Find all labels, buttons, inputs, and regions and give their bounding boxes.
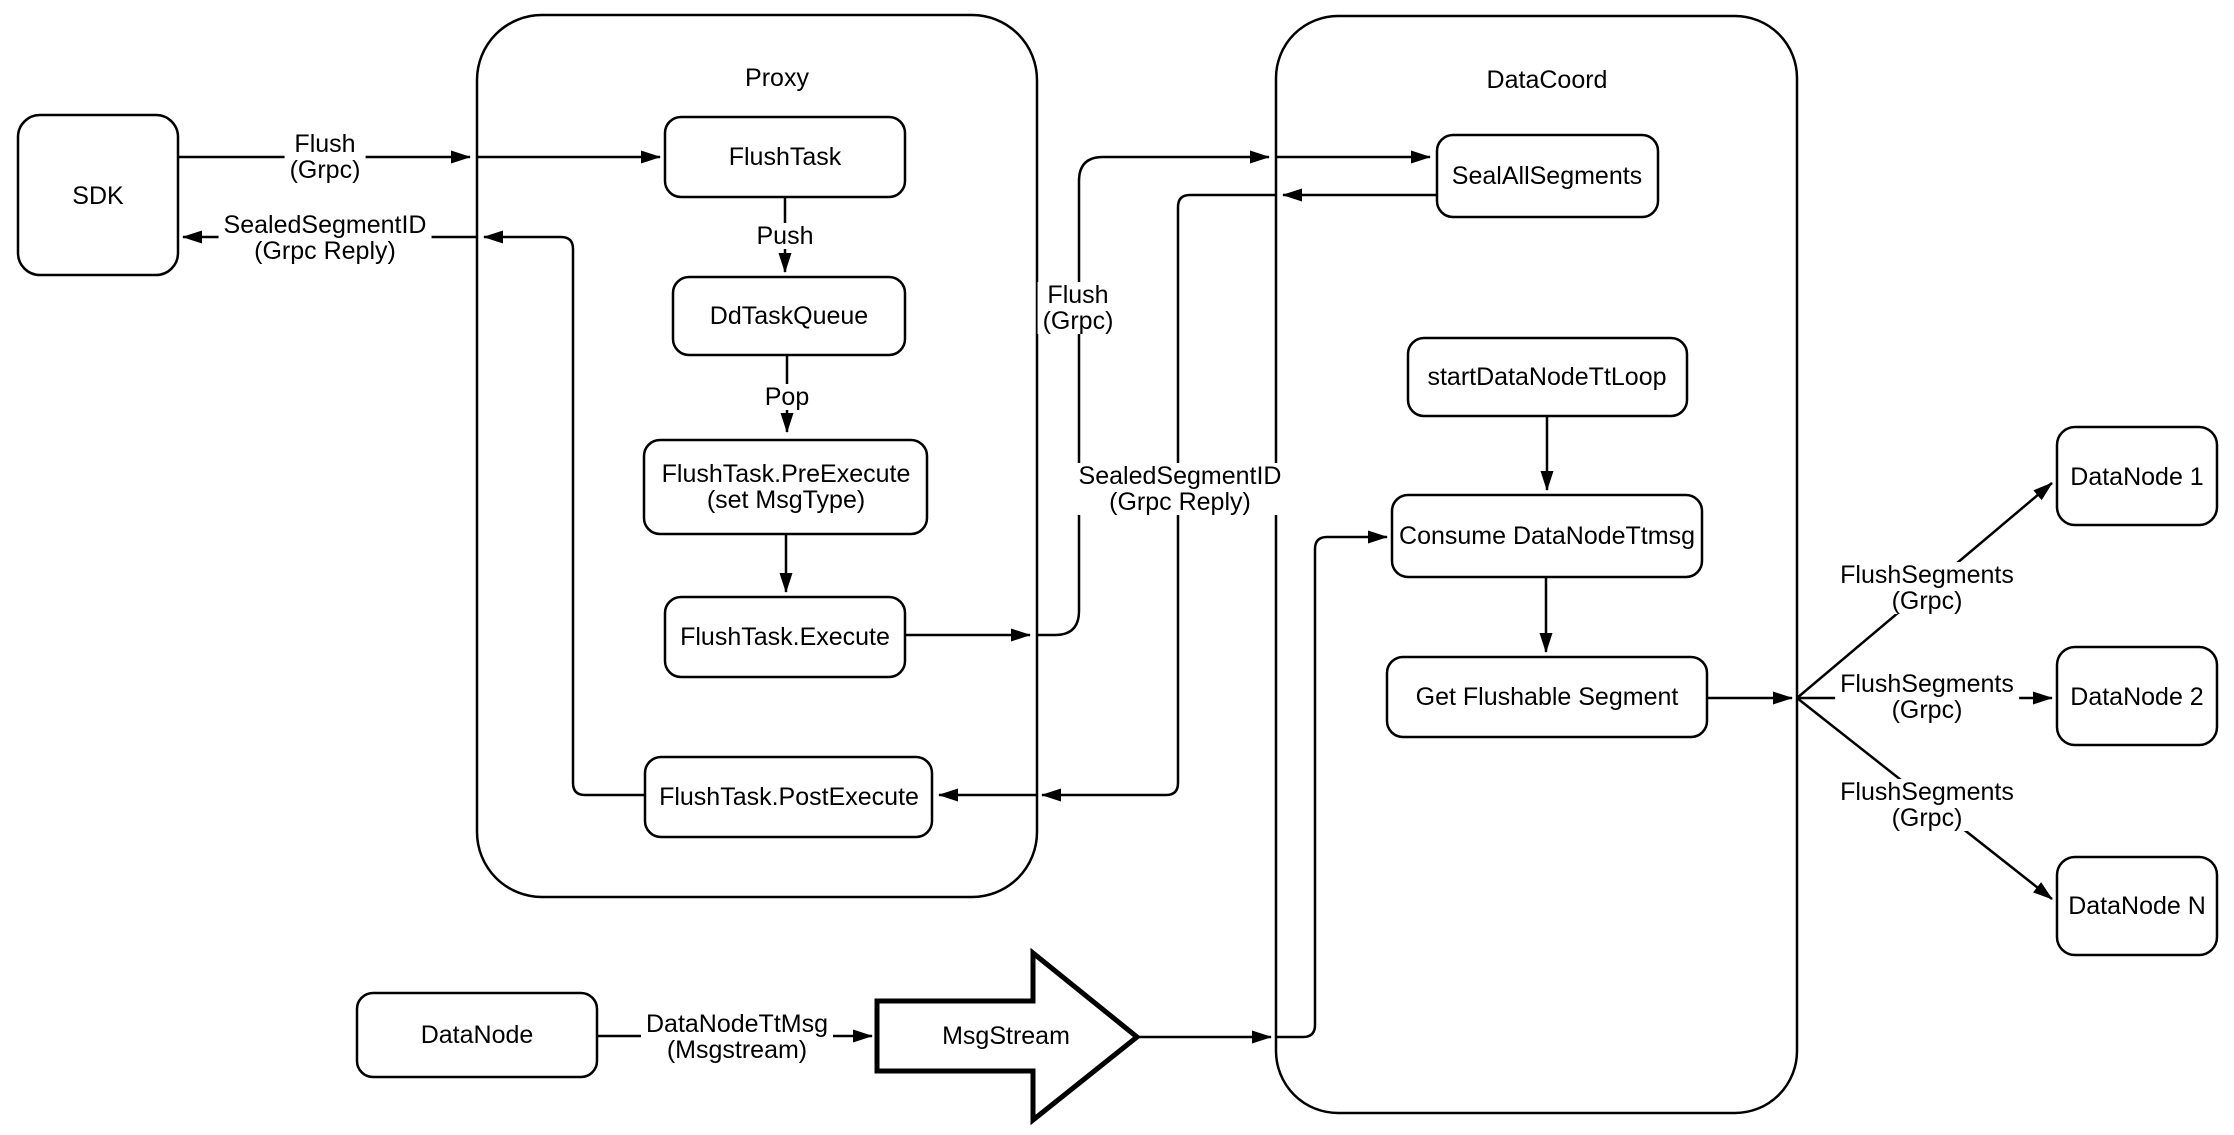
coord-reply-edge-label-line1: SealedSegmentID (1078, 462, 1282, 490)
proxy-title: Proxy (745, 64, 809, 92)
ddtaskqueue-label: DdTaskQueue (709, 302, 869, 330)
sealallsegments-label: SealAllSegments (1451, 162, 1643, 190)
coord-reply-edge-label: SealedSegmentID (Grpc Reply) (1073, 462, 1287, 516)
msgstream-label: MsgStream (942, 1022, 1070, 1050)
sdk-label: SDK (72, 182, 124, 210)
datanode1-label: DataNode 1 (2070, 463, 2204, 491)
flushsegments1-edge-label-line1: FlushSegments (1840, 561, 2014, 589)
coord-flush-edge-label-line1: Flush (1047, 281, 1109, 309)
edge-postexecute-to-proxy-boundary (483, 230, 645, 797)
execute-label: FlushTask.Execute (680, 623, 890, 651)
sdk-reply-edge-label: SealedSegmentID (Grpc Reply) (218, 211, 432, 265)
flushsegments2-edge-label: FlushSegments (Grpc) (1835, 671, 2019, 723)
sdk-flush-edge-label: Flush (Grpc) (284, 130, 366, 184)
flushsegments3-edge-label-line2: (Grpc) (1891, 804, 1963, 832)
node-sdk (16, 113, 180, 277)
coord-flush-edge-label-line2: (Grpc) (1042, 307, 1114, 335)
preexecute-label: FlushTask.PreExecute (set MsgType) (662, 461, 911, 513)
node-ddtaskqueue (671, 275, 907, 357)
datanodettmsg-edge-label-line2: (Msgstream) (666, 1036, 808, 1064)
node-sealallsegments (1435, 133, 1660, 219)
flushsegments2-edge-label-line1: FlushSegments (1840, 670, 2014, 698)
node-startdatanodettloop (1406, 336, 1689, 418)
preexecute-label-line1: FlushTask.PreExecute (661, 460, 911, 488)
flushsegments3-edge-label: FlushSegments (Grpc) (1835, 779, 2019, 831)
node-getflushablesegment (1385, 655, 1709, 739)
consumedatanodettmsg-label: Consume DataNodeTtmsg (1399, 522, 1695, 550)
datacoord-title: DataCoord (1486, 66, 1608, 94)
node-postexecute (643, 755, 934, 839)
node-datanode1 (2055, 425, 2219, 527)
msgstream-block-arrow-shape (874, 947, 1141, 1126)
sdk-reply-edge-label-line1: SealedSegmentID (223, 211, 427, 239)
edge-datacoord-boundary-to-consume (1276, 530, 1388, 1039)
flushsegments1-edge-label: FlushSegments (Grpc) (1835, 562, 2019, 614)
pop-edge-label: Pop (759, 384, 815, 410)
edge-flush-grpc-to-datacoord-boundary (1037, 150, 1270, 637)
postexecute-label: FlushTask.PostExecute (659, 783, 919, 811)
flushtask-label: FlushTask (728, 143, 842, 171)
node-datanoden (2055, 855, 2219, 957)
flushsegments1-edge-label-line2: (Grpc) (1891, 587, 1963, 615)
flushsegments2-edge-label-line2: (Grpc) (1891, 696, 1963, 724)
node-flushtask (663, 115, 907, 199)
datanoden-label: DataNode N (2068, 892, 2206, 920)
datanode2-label: DataNode 2 (2070, 683, 2204, 711)
flushsegments3-edge-label-line1: FlushSegments (1840, 778, 2014, 806)
sdk-reply-edge-label-line2: (Grpc Reply) (254, 237, 396, 265)
preexecute-label-line2: (set MsgType) (706, 486, 866, 514)
startdatanodettloop-label: startDataNodeTtLoop (1427, 363, 1667, 391)
datanode-bottom-label: DataNode (420, 1021, 534, 1049)
datanodettmsg-edge-label: DataNodeTtMsg (Msgstream) (640, 1010, 834, 1064)
node-execute (663, 595, 907, 679)
sdk-flush-edge-label-line2: (Grpc) (289, 156, 361, 184)
node-datanode2 (2055, 645, 2219, 747)
getflushablesegment-label: Get Flushable Segment (1415, 683, 1679, 711)
datanodettmsg-edge-label-line1: DataNodeTtMsg (645, 1010, 829, 1038)
node-consumedatanodettmsg (1390, 493, 1704, 579)
node-preexecute (642, 438, 929, 536)
sdk-flush-edge-label-line1: Flush (294, 130, 356, 158)
node-datanode-bottom (355, 991, 599, 1079)
push-edge-label: Push (751, 223, 819, 249)
coord-flush-edge-label: Flush (Grpc) (1037, 281, 1119, 335)
coord-reply-edge-label-line2: (Grpc Reply) (1109, 488, 1251, 516)
